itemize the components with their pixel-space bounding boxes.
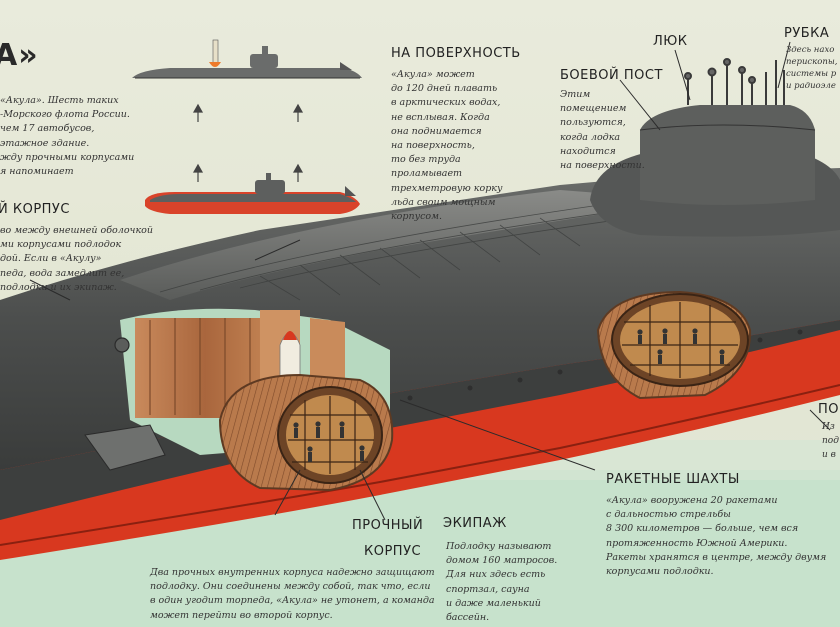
- submerged-submarine-icon: [145, 173, 360, 214]
- inner-hull-left: [218, 373, 394, 492]
- label-right-edge: ПО: [818, 402, 840, 417]
- label-combat-post: БОЕВОЙ ПОСТ: [560, 68, 663, 83]
- label-strong-hull-2: КОРПУС: [364, 544, 422, 559]
- inner-hull-right: [596, 290, 752, 400]
- bow-hatch: [84, 424, 166, 471]
- text-strong-hull: Два прочных внутренних корпуса надежно з…: [150, 567, 435, 621]
- label-missile-shafts: РАКЕТНЫЕ ШАХТЫ: [606, 472, 740, 487]
- text-intro: «Акула». Шесть таких-Морского флота Росс…: [0, 95, 135, 178]
- leader-lines: [29, 41, 831, 521]
- label-wheelhouse: РУБКА: [784, 26, 830, 41]
- label-strong-hull-1: ПРОЧНЫЙ: [352, 518, 424, 533]
- conning-tower: [590, 58, 840, 237]
- page-title: А»: [0, 38, 39, 73]
- surface-submarine-icon: [132, 39, 362, 79]
- label-crew: ЭКИПАЖ: [443, 516, 507, 531]
- label-hull-left: Й КОРПУС: [0, 202, 70, 217]
- rising-arrows: [192, 103, 304, 182]
- label-hatch: ЛЮК: [653, 34, 688, 49]
- label-surface: НА ПОВЕРХНОСТЬ: [391, 46, 521, 61]
